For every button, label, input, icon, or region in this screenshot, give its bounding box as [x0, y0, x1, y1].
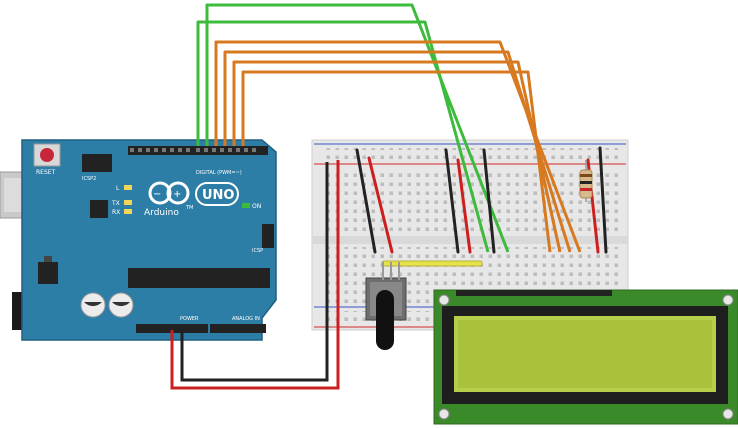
atmega-chip [128, 268, 270, 288]
svg-text:+: + [173, 189, 181, 200]
jumper-wires [355, 146, 608, 254]
wire-green-2 [205, 3, 510, 253]
uno-label: UNO [202, 188, 235, 203]
lcd-16x2-icon [433, 289, 738, 425]
reset-button-icon [33, 143, 61, 167]
icsp2-header [82, 154, 112, 172]
wire-green-1 [196, 20, 490, 253]
capacitors [80, 292, 134, 318]
reset-label: RESET [36, 169, 56, 176]
data-wires [196, 3, 582, 253]
arduino-logo-icon: − + [148, 181, 190, 205]
resistor-icon [579, 160, 593, 202]
wire-orange-1 [214, 40, 582, 253]
on-label: ON [252, 203, 261, 210]
jumper-yellow [381, 260, 483, 267]
icsp-header [262, 224, 274, 248]
arduino-uno-board: RESET ICSP2 L TX RX − + Arduino TM UNO O… [0, 139, 277, 341]
power-wires [170, 160, 340, 390]
svg-text:−: − [153, 189, 161, 200]
led-l-label: L [116, 185, 120, 192]
potentiometer-icon [365, 262, 407, 350]
led-tx-label: TX [111, 200, 120, 207]
icsp2-label: ICSP2 [82, 176, 96, 182]
icsp-label: ICSP [252, 248, 263, 254]
power-header [136, 324, 208, 333]
wire-orange-4 [241, 70, 552, 253]
led-rx-label: RX [112, 209, 120, 216]
power-label: POWER [180, 316, 199, 322]
usb-chip [90, 200, 108, 218]
digital-label: DIGITAL (PWM=~) [196, 170, 242, 176]
brand-label: Arduino [144, 208, 179, 218]
tm-label: TM [185, 205, 193, 211]
analog-header [210, 324, 266, 333]
analog-label: ANALOG IN [232, 316, 260, 322]
